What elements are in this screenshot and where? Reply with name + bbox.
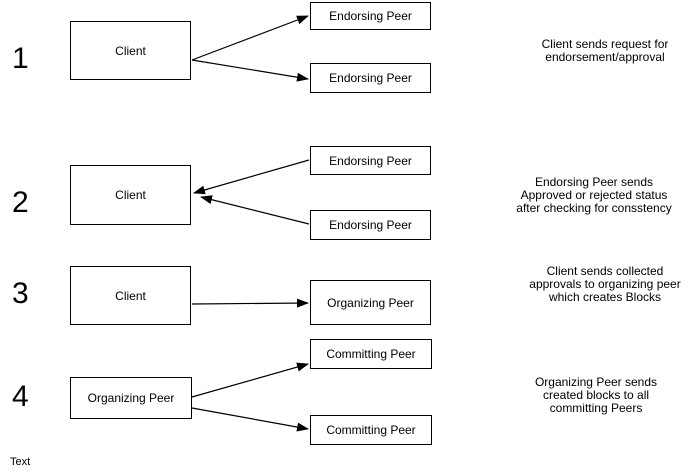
row4-organizing-peer-box: Organizing Peer [70,377,192,419]
row1-endorsing-peer-box-bottom: Endorsing Peer [310,63,431,93]
step-number-4: 4 [12,380,29,413]
row3-organizing-peer-box: Organizing Peer [310,280,431,325]
row1-description: Client sends request for endorsement/app… [541,37,669,64]
row3-description: Client sends collected approvals to orga… [529,264,681,304]
row2-description: Endorsing Peer sends Approved or rejecte… [516,175,672,215]
step-number-2: 2 [12,186,29,219]
row4-committing-peer-box-bottom: Committing Peer [310,415,432,445]
row2-client-box: Client [70,165,191,225]
row2-endorsing-peer-box-bottom: Endorsing Peer [310,210,431,240]
row4-committing-peer-box-top: Committing Peer [310,339,432,369]
arrow-row4-organizing-to-committing-top [191,362,309,398]
row1-endorsing-peer-box-top: Endorsing Peer [310,2,431,30]
arrow-row4-organizing-to-committing-bottom [191,407,309,432]
arrow-row2-endorsing-bottom-to-client [200,195,310,225]
row1-client-box: Client [70,21,191,80]
arrow-row2-endorsing-top-to-client [193,159,310,195]
step-number-1: 1 [12,42,29,75]
row4-description: Organizing Peer sends created blocks to … [534,375,658,415]
footer-text-label: Text [10,456,31,468]
arrow-row3-client-to-organizing [191,298,309,308]
arrow-row1-client-to-endorsing-bottom [191,59,309,82]
arrow-row1-client-to-endorsing-top [191,15,309,61]
row3-client-box: Client [70,266,191,325]
row2-endorsing-peer-box-top: Endorsing Peer [310,146,431,175]
step-number-3: 3 [12,277,29,310]
